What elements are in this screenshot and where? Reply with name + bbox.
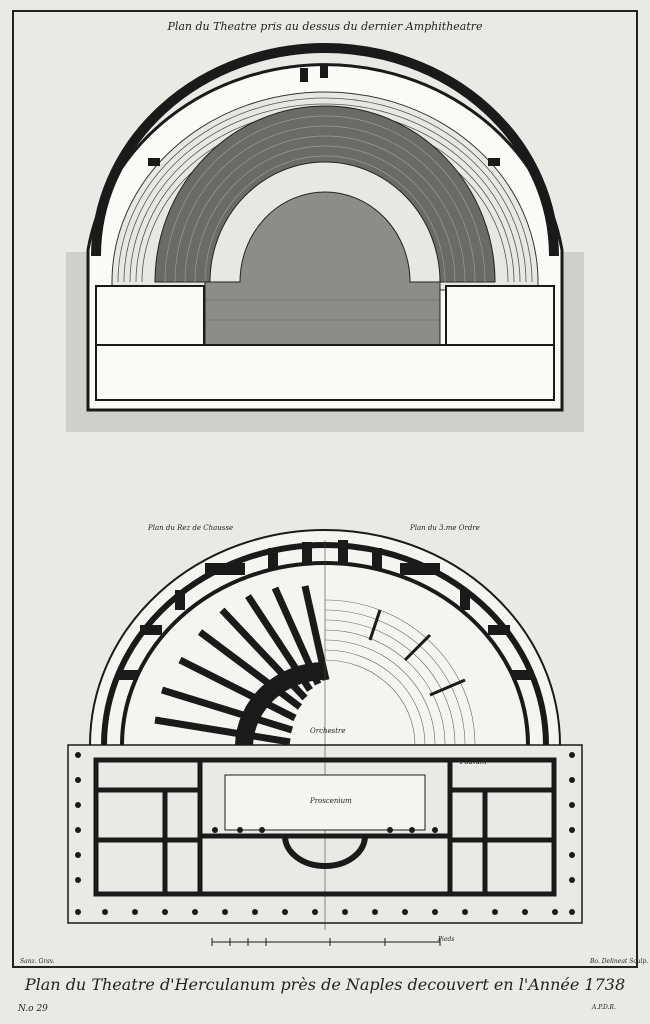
engraver-credit-left: Sanz. Grav. [20, 958, 55, 965]
engraver-credit-right: Bo. Delineat Sculp. [590, 958, 649, 965]
ground-plan-label: Plan du Rez de Chausse [148, 524, 234, 532]
podium-label: Podium [460, 758, 487, 766]
plate-border [12, 10, 638, 968]
plate-title: Plan du Theatre d'Herculanum près de Nap… [24, 975, 626, 994]
top-plan-title: Plan du Theatre pris au dessus du dernie… [167, 20, 483, 33]
top-plan [66, 43, 584, 432]
orchestra-label: Orchestre [310, 727, 346, 735]
upper-plan-label: Plan du 3.me Ordre [410, 524, 480, 532]
top-plan-outer-ring [91, 43, 559, 257]
proscenium-label: Proscenium [310, 797, 352, 805]
bottom-plan [67, 529, 583, 946]
scale-unit-label: Pieds [438, 936, 455, 943]
scale-bar [211, 938, 441, 946]
plate-number: N.o 29 [18, 1004, 48, 1014]
privilege-mark: A.P.D.R. [592, 1004, 616, 1011]
